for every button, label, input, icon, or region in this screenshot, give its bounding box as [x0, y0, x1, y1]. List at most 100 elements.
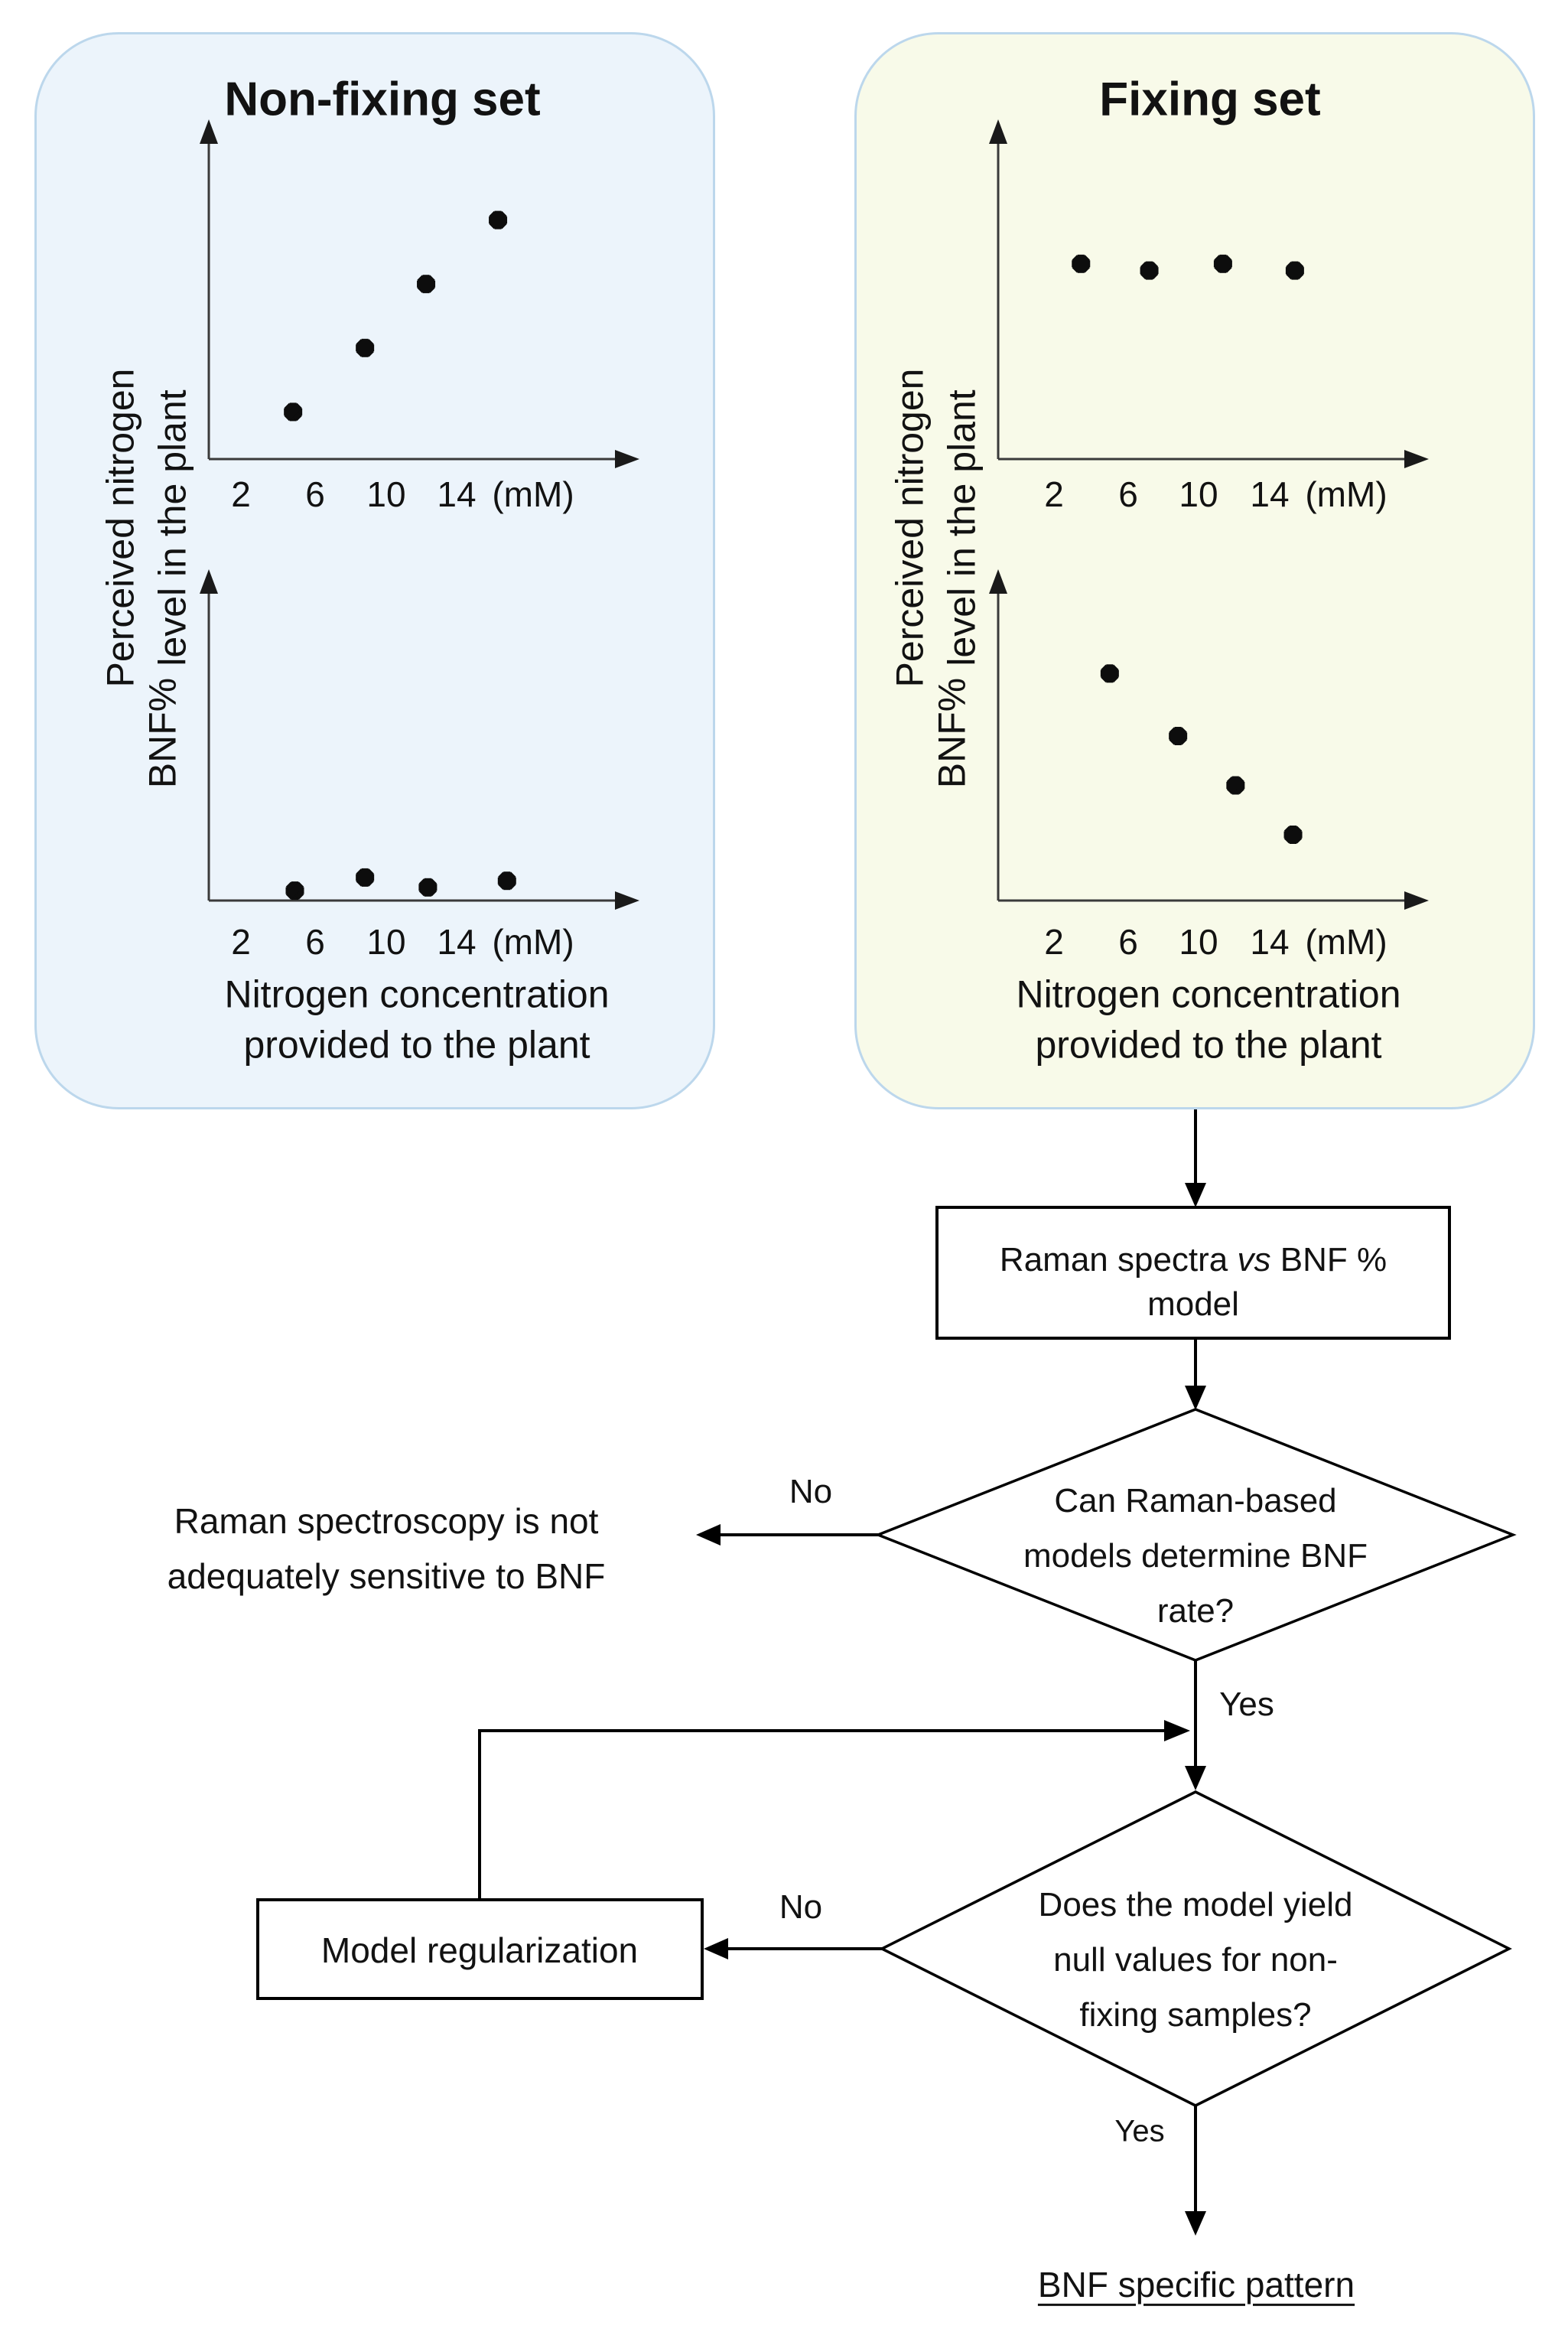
x-unit-label: (mM) — [492, 921, 574, 962]
scatter-marker-icon — [284, 402, 302, 422]
arrowhead-left-icon — [696, 1524, 721, 1546]
regularization-box-label: Model regularization — [320, 1930, 639, 1970]
model-box-label-part: Raman spectra — [999, 1241, 1238, 1279]
flow-connectors — [478, 1109, 1197, 2213]
x-tick-label: 2 — [231, 474, 251, 514]
axes-nonfixing-bnf — [207, 592, 616, 902]
x-unit-label: (mM) — [1305, 921, 1387, 962]
x-tick-label: 14 — [1250, 474, 1290, 514]
model-box-vs-italic: vs — [1237, 1241, 1271, 1279]
arrowhead-right-icon — [1164, 1720, 1190, 1741]
model-box-shape — [935, 1206, 1451, 1340]
x-tick-label: 10 — [366, 474, 406, 514]
arrowhead-left-icon — [704, 1938, 728, 1959]
arrowhead-down-icon — [1185, 1183, 1206, 1207]
regularization-box-shape — [256, 1898, 704, 2000]
model-box-label: Raman spectra vs BNF % — [1000, 1240, 1387, 1280]
x-axis-label: provided to the plant — [243, 1023, 590, 1067]
decision2-label: fixing samples? — [1079, 1996, 1312, 2034]
y-axis-label: level in the plant — [151, 389, 194, 666]
y-axis-label: BNF% — [141, 677, 184, 789]
x-tick-label: 14 — [437, 474, 477, 514]
decision2-yes-label: Yes — [1114, 2114, 1165, 2148]
decision2-diamond-shape — [879, 1790, 1512, 2107]
decision1-no-label: No — [789, 1473, 833, 1511]
x-axis-arrow-icon — [1404, 450, 1429, 468]
x-unit-label: (mM) — [1305, 474, 1387, 514]
decision2-no-label: No — [779, 1888, 823, 1927]
x-axis-arrow-icon — [615, 891, 639, 910]
scatter-points-nonfixing-bnf — [285, 868, 516, 901]
x-unit-label: (mM) — [492, 474, 574, 514]
result-label: BNF specific pattern — [1037, 2264, 1355, 2305]
scatter-marker-icon — [489, 210, 507, 230]
x-tick-label: 14 — [437, 921, 477, 962]
arrowhead-down-icon — [1185, 1386, 1206, 1410]
y-axis-label: Perceived nitrogen — [888, 368, 932, 688]
axes-nonfixing-perceived — [207, 142, 616, 461]
x-axis-label: Nitrogen concentration — [224, 972, 610, 1016]
negative-outcome-text: adequately sensitive to BNF — [167, 1555, 606, 1596]
x-tick-label: 6 — [305, 474, 325, 514]
scatter-marker-icon — [418, 878, 438, 897]
scatter-marker-icon — [1283, 826, 1303, 844]
model-box-label: model — [1147, 1285, 1239, 1324]
x-axis-label: provided to the plant — [1035, 1023, 1382, 1067]
flow-arrowheads — [696, 1183, 1206, 2236]
arrow-regularization-feedback — [478, 1729, 1166, 1900]
y-axis-arrow-icon — [989, 119, 1007, 144]
decision1-label: rate? — [1156, 1592, 1235, 1630]
x-tick-label: 14 — [1250, 921, 1290, 962]
y-axis-arrow-icon — [200, 119, 218, 144]
decision1-diamond-shape — [874, 1408, 1517, 1662]
y-axis-label: level in the plant — [940, 389, 984, 666]
x-tick-label: 10 — [1179, 921, 1218, 962]
x-tick-label: 10 — [366, 921, 406, 962]
x-axis-label: Nitrogen concentration — [1016, 972, 1401, 1016]
x-tick-label: 2 — [231, 921, 251, 962]
decision1-label: Can Raman-based — [1054, 1482, 1337, 1520]
y-axis-arrow-icon — [989, 569, 1007, 594]
arrowhead-down-icon — [1185, 1766, 1206, 1790]
scatter-marker-icon — [498, 871, 516, 890]
scatter-points-fixing-bnf — [1100, 664, 1303, 844]
decision2-label: null values for non- — [1053, 1941, 1338, 1979]
panel-title-nonfixing: Non-fixing set — [224, 73, 541, 126]
scatter-marker-icon — [1169, 727, 1187, 745]
scatter-marker-icon — [1226, 776, 1245, 795]
decision1-yes-label: Yes — [1219, 1686, 1274, 1724]
panel-title-fixing: Fixing set — [1099, 73, 1321, 126]
decision1-label: models determine BNF — [1023, 1537, 1368, 1575]
scatter-marker-icon — [285, 881, 304, 900]
scatter-marker-icon — [417, 275, 435, 293]
scatter-marker-icon — [1286, 261, 1304, 280]
y-axis-arrow-icon — [200, 569, 218, 594]
x-tick-label: 6 — [1118, 474, 1138, 514]
axes-fixing-perceived — [997, 142, 1406, 461]
scatter-marker-icon — [1101, 664, 1119, 682]
negative-outcome-text: Raman spectroscopy is not — [174, 1500, 599, 1541]
scatter-marker-icon — [1214, 255, 1232, 273]
x-tick-label: 2 — [1044, 921, 1064, 962]
x-axis-arrow-icon — [1404, 891, 1429, 910]
scatter-marker-icon — [356, 868, 374, 887]
x-tick-label: 6 — [1118, 921, 1138, 962]
panel-nonfixing-set — [34, 32, 715, 1109]
scatter-marker-icon — [1072, 255, 1090, 273]
scatter-marker-icon — [356, 339, 374, 357]
x-tick-label: 6 — [305, 921, 325, 962]
x-axis-arrow-icon — [615, 450, 639, 468]
axes-fixing-bnf — [997, 592, 1406, 902]
model-box-label-part: BNF % — [1270, 1241, 1387, 1279]
arrowhead-down-icon — [1185, 2211, 1206, 2236]
decision2-label: Does the model yield — [1038, 1886, 1353, 1924]
y-axis-label: BNF% — [930, 677, 974, 789]
panel-fixing-set — [854, 32, 1535, 1109]
x-tick-label: 10 — [1179, 474, 1218, 514]
y-axis-label: Perceived nitrogen — [99, 368, 142, 688]
scatter-points-fixing-perceived — [1072, 254, 1304, 280]
scatter-marker-icon — [1140, 261, 1159, 280]
scatter-points-nonfixing-perceived — [284, 210, 508, 422]
